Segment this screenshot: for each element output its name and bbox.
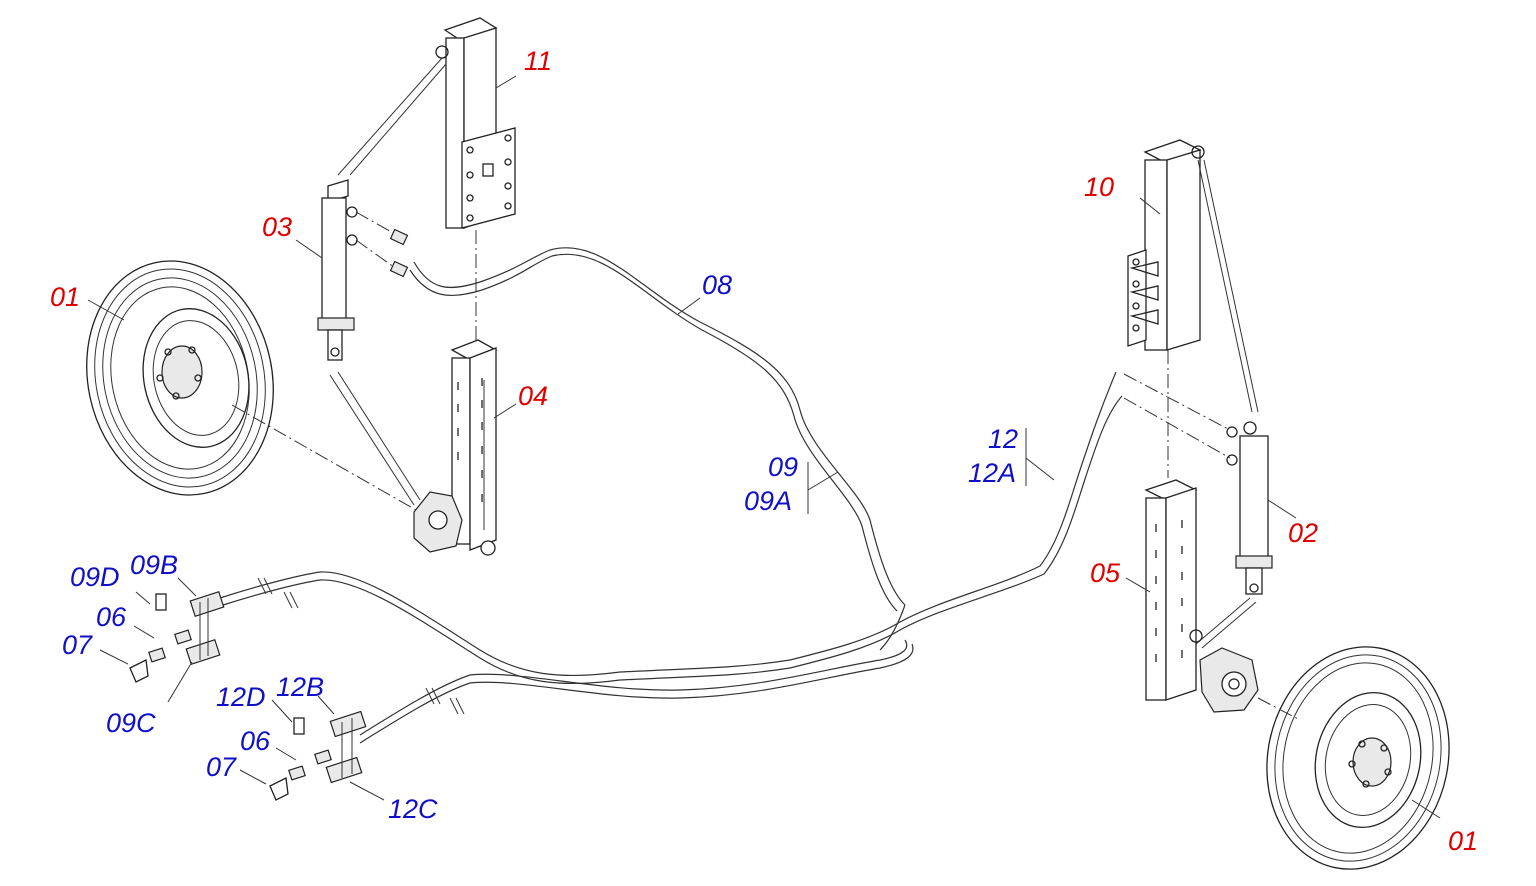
label-01-left: 01 bbox=[50, 282, 80, 312]
wheel-left bbox=[86, 260, 274, 496]
label-04: 04 bbox=[518, 381, 548, 411]
label-12A: 12A bbox=[968, 458, 1016, 488]
coupler-09 bbox=[129, 591, 225, 703]
label-09C: 09C bbox=[106, 708, 156, 738]
label-02: 02 bbox=[1288, 518, 1318, 548]
leader-lines bbox=[87, 75, 1441, 819]
label-07-bottom: 07 bbox=[206, 752, 237, 782]
label-12B: 12B bbox=[276, 672, 324, 702]
label-11: 11 bbox=[524, 46, 552, 76]
bracket-10 bbox=[1127, 139, 1259, 413]
wheel-right bbox=[1266, 646, 1450, 870]
label-09D: 09D bbox=[70, 562, 120, 592]
label-06-top: 06 bbox=[96, 602, 127, 632]
label-12D: 12D bbox=[216, 682, 266, 712]
cylinder-02 bbox=[1123, 373, 1273, 649]
label-05: 05 bbox=[1090, 558, 1121, 588]
label-09B: 09B bbox=[130, 550, 178, 580]
label-12C: 12C bbox=[388, 794, 438, 824]
cylinder-03 bbox=[317, 179, 421, 506]
break-marks bbox=[257, 577, 465, 715]
coupler-12 bbox=[269, 710, 385, 801]
hose-08 bbox=[409, 247, 906, 612]
hose-09 bbox=[219, 371, 1123, 685]
label-09A: 09A bbox=[744, 486, 792, 516]
label-09: 09 bbox=[768, 452, 798, 482]
label-12: 12 bbox=[988, 424, 1018, 454]
bracket-11 bbox=[337, 17, 516, 229]
label-10: 10 bbox=[1084, 172, 1114, 202]
label-01-right: 01 bbox=[1448, 826, 1478, 856]
label-06-bottom: 06 bbox=[240, 726, 271, 756]
post-04 bbox=[413, 339, 498, 556]
post-05 bbox=[1144, 479, 1259, 713]
label-08: 08 bbox=[702, 270, 732, 300]
hose-12 bbox=[359, 639, 914, 744]
label-07-top: 07 bbox=[62, 630, 93, 660]
label-03: 03 bbox=[262, 212, 292, 242]
